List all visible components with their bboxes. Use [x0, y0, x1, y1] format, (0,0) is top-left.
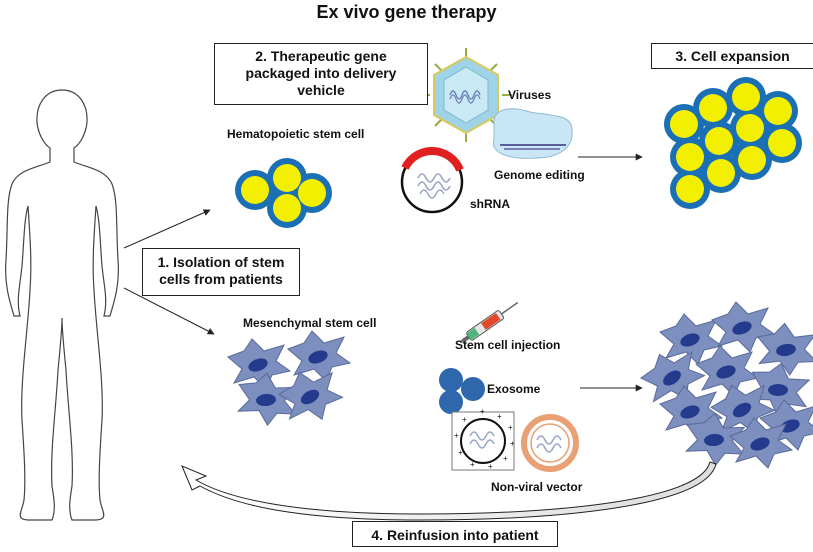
stem-cell-injection-label: Stem cell injection: [455, 338, 561, 352]
step-2-line-1: 2. Therapeutic gene: [255, 48, 387, 64]
hematopoietic-cell-cluster: [235, 158, 332, 228]
svg-text:+: +: [508, 423, 513, 432]
step-2-line-3: vehicle: [297, 81, 345, 98]
genome-editing-label: Genome editing: [494, 168, 585, 182]
arrow-to-hematopoietic: [123, 209, 211, 249]
diagram-title: Ex vivo gene therapy: [316, 2, 497, 22]
non-viral-vector-icon: +++ +++ +++ +: [451, 407, 579, 472]
svg-text:+: +: [497, 412, 502, 421]
exosome-label: Exosome: [487, 382, 541, 396]
step-2-line-2: packaged into delivery: [245, 64, 397, 81]
svg-text:+: +: [454, 431, 459, 440]
mesenchymal-cell-cluster: [227, 330, 351, 432]
expanded-cell-cluster: [664, 77, 802, 209]
step-3-label: 3. Cell expansion: [675, 48, 790, 64]
step-2-box: 2. Therapeutic gene packaged into delive…: [214, 43, 428, 105]
svg-text:+: +: [470, 460, 475, 469]
step-1-box: 1. Isolation of stem cells from patients: [142, 248, 300, 296]
genome-editing-icon: [493, 108, 573, 159]
svg-text:+: +: [503, 454, 508, 463]
step-1-line-1: 1. Isolation of stem: [157, 254, 285, 270]
shrna-label: shRNA: [470, 197, 511, 211]
exosome-icon: [439, 368, 485, 414]
svg-text:+: +: [488, 462, 493, 471]
shrna-plasmid-icon: [400, 146, 464, 214]
svg-text:+: +: [510, 439, 515, 448]
svg-text:+: +: [458, 448, 463, 457]
hematopoietic-label: Hematopoietic stem cell: [227, 127, 365, 141]
human-silhouette-icon: [5, 89, 119, 521]
step-3-box: 3. Cell expansion: [651, 43, 813, 69]
step-1-line-2: cells from patients: [159, 270, 283, 287]
arrow-to-mesenchymal: [123, 287, 215, 335]
reinfusion-curved-arrow: [181, 461, 717, 521]
virus-icon: [420, 48, 512, 142]
mesenchymal-label: Mesenchymal stem cell: [243, 316, 377, 330]
non-viral-vector-label: Non-viral vector: [491, 480, 583, 494]
syringe-icon: [461, 301, 519, 344]
svg-text:+: +: [462, 415, 467, 424]
expanded-mesenchymal-cluster: [635, 301, 813, 472]
step-4-label: 4. Reinfusion into patient: [371, 527, 539, 543]
svg-text:+: +: [480, 407, 485, 416]
viruses-label: Viruses: [508, 88, 552, 102]
step-4-box: 4. Reinfusion into patient: [352, 521, 558, 547]
